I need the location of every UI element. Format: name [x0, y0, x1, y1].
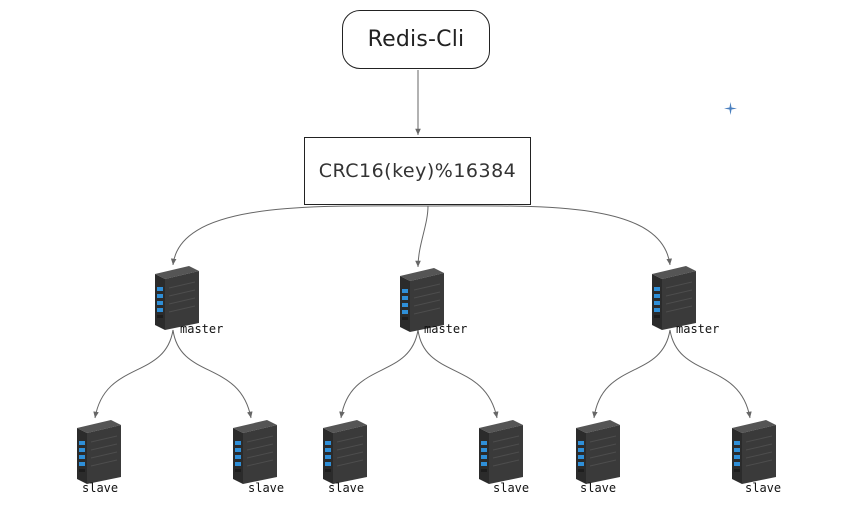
master-3-server-icon: [644, 266, 696, 330]
connector-master-3-to-slave-6: [669, 329, 752, 419]
slave-2-label: slave: [248, 481, 285, 495]
master-3-label: master: [676, 322, 720, 336]
slave-5-label: slave: [580, 481, 617, 495]
hash-slot-label: CRC16(key)%16384: [318, 160, 517, 182]
slave-6-server-icon: [724, 420, 776, 484]
master-2-server-icon: [392, 268, 444, 332]
slave-4-server-icon: [471, 420, 523, 484]
master-2-label: master: [424, 322, 468, 336]
connector-master-2-to-slave-4: [417, 329, 499, 419]
slave-2-server-icon: [225, 420, 277, 484]
connector-master-2-to-slave-3: [339, 329, 419, 419]
redis-cli-label: Redis-Cli: [367, 27, 465, 52]
slave-5-server-icon: [568, 420, 620, 484]
slave-6-label: slave: [745, 481, 782, 495]
sparkle-icon: [724, 102, 737, 115]
slave-4-label: slave: [493, 481, 530, 495]
master-1-label: master: [180, 322, 224, 336]
connector-hash-to-master-2: [415, 205, 429, 268]
connector-hash-to-master-1: [170, 205, 429, 266]
connector-master-3-to-slave-5: [592, 329, 671, 419]
connector-master-1-to-slave-1: [93, 329, 174, 419]
slave-3-server-icon: [315, 420, 367, 484]
slave-3-label: slave: [328, 481, 365, 495]
slave-1-label: slave: [82, 481, 119, 495]
connector-master-1-to-slave-2: [172, 329, 253, 419]
master-1-server-icon: [147, 266, 199, 330]
slave-1-server-icon: [69, 420, 121, 484]
hash-slot-node: CRC16(key)%16384: [304, 137, 531, 205]
connector-hash-to-master-3: [427, 205, 672, 266]
redis-cli-node: Redis-Cli: [342, 10, 490, 69]
